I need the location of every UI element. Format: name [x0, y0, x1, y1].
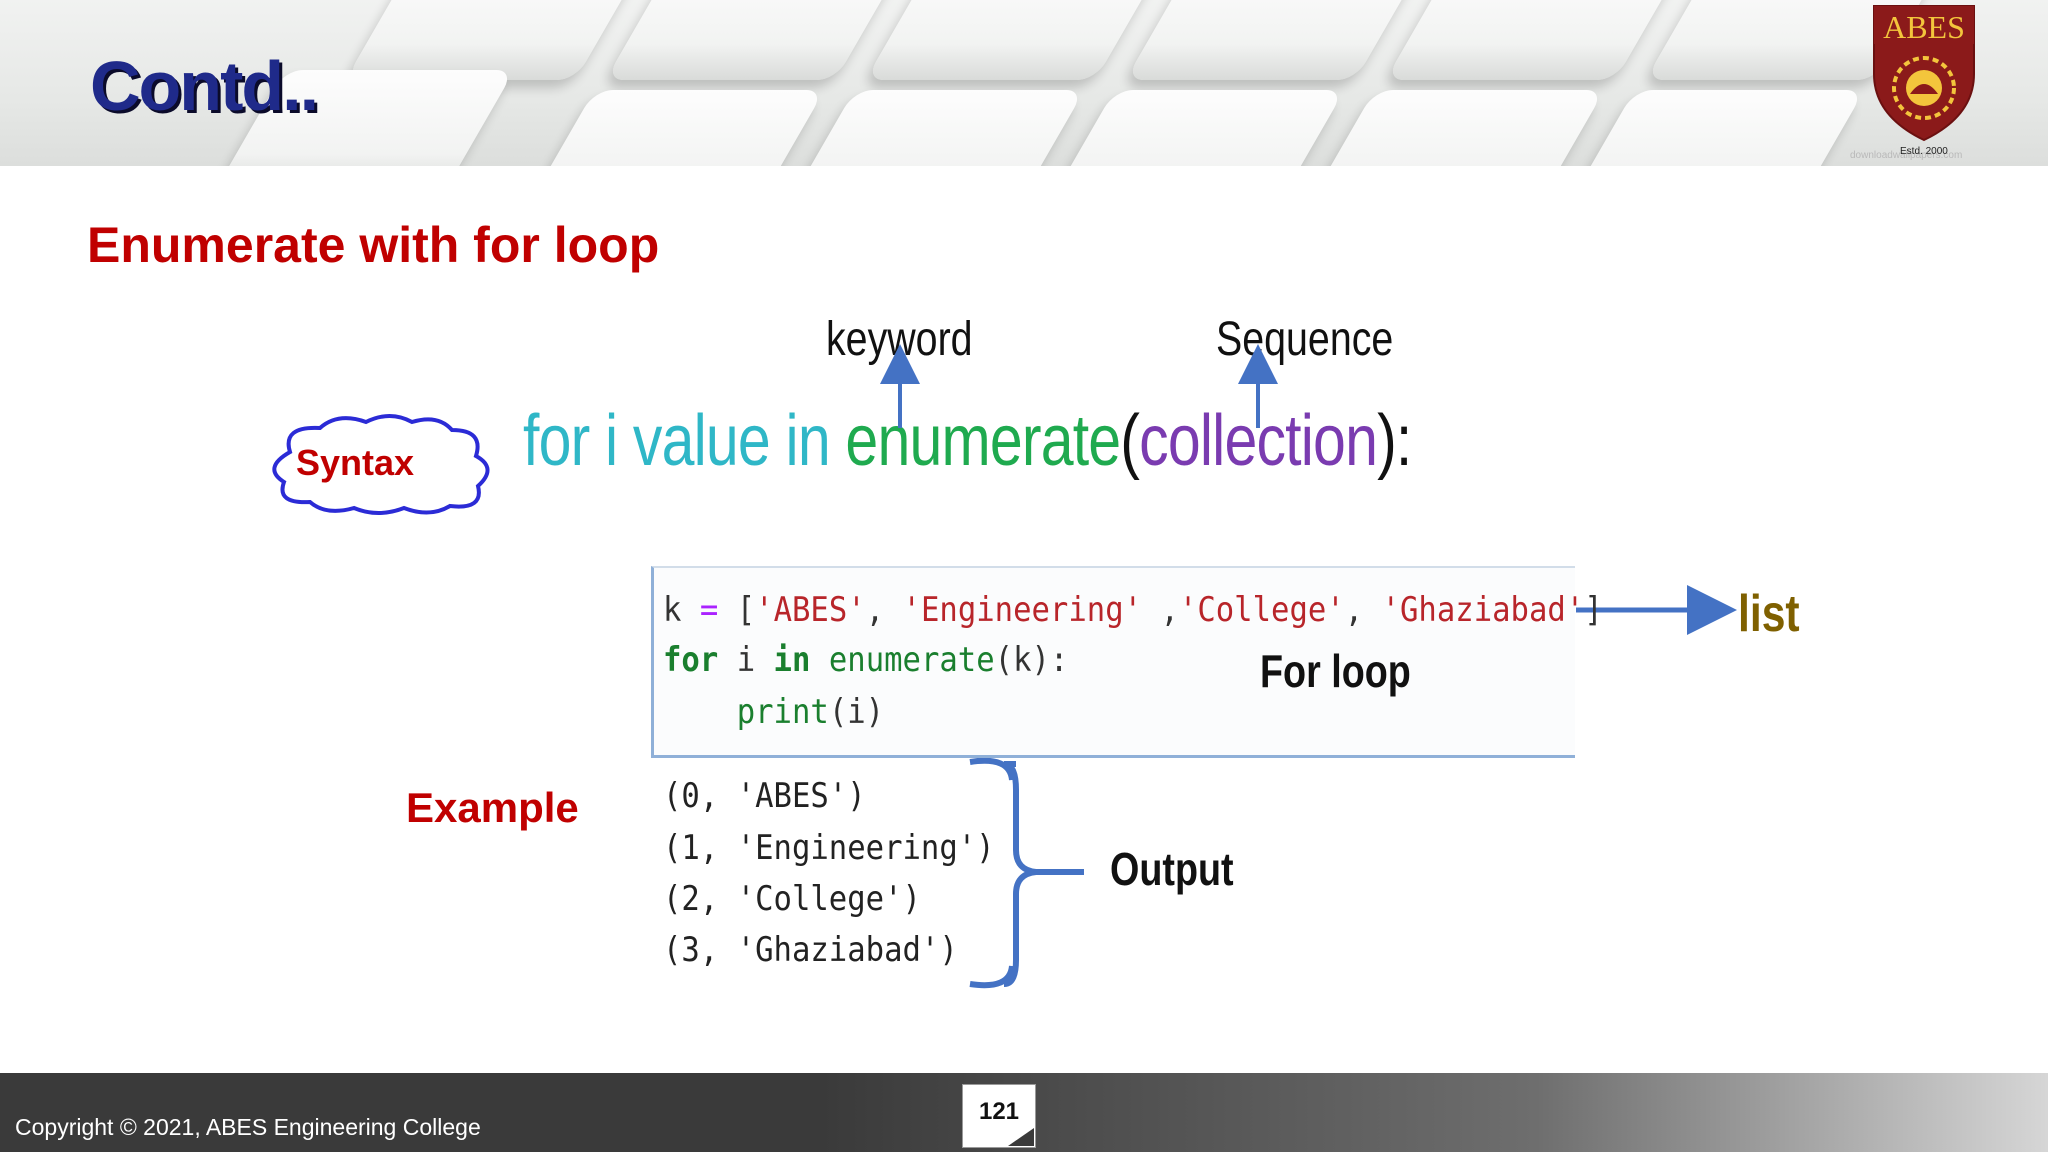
syntax-close: ): — [1377, 401, 1412, 481]
syntax-statement: for i value in enumerate(collection): — [523, 400, 1412, 482]
for-loop-label: For loop — [1260, 645, 1411, 697]
syntax-cloud-shape — [272, 414, 490, 515]
page-number: 121 — [978, 1098, 1020, 1125]
syntax-func: enumerate — [845, 401, 1121, 481]
watermark-text: downloadwallpapers.com — [1850, 150, 1963, 161]
abes-logo-icon: ABES — [1873, 5, 1975, 142]
section-heading: Enumerate with for loop — [87, 217, 660, 273]
slide-title: Contd.. — [90, 47, 319, 125]
copyright-text: Copyright © 2021, ABES Engineering Colle… — [15, 1114, 481, 1140]
syntax-for-part: for i value in — [523, 401, 846, 481]
output-line: (0, 'ABES') — [663, 776, 866, 816]
code-line-2: for i in enumerate(k): — [663, 640, 1069, 680]
code-cell — [651, 566, 1575, 758]
page-fold-icon — [1008, 1128, 1034, 1146]
syntax-label: Syntax — [296, 442, 415, 483]
output-line: (2, 'College') — [663, 879, 921, 919]
list-label: list — [1738, 585, 1800, 643]
logo-text: ABES — [1883, 9, 1965, 45]
output-label: Output — [1110, 843, 1234, 895]
code-line-1: k = ['ABES', 'Engineering' ,'College', '… — [663, 590, 1603, 630]
output-line: (3, 'Ghaziabad') — [663, 930, 958, 970]
output-line: (1, 'Engineering') — [663, 828, 995, 868]
output-brace — [1003, 761, 1037, 987]
logo-est-text: Estd. 2000 — [1900, 146, 1948, 157]
header-banner — [0, 0, 2048, 166]
example-label: Example — [406, 784, 579, 831]
syntax-open-paren: ( — [1120, 401, 1140, 481]
code-line-3: print(i) — [736, 692, 885, 732]
